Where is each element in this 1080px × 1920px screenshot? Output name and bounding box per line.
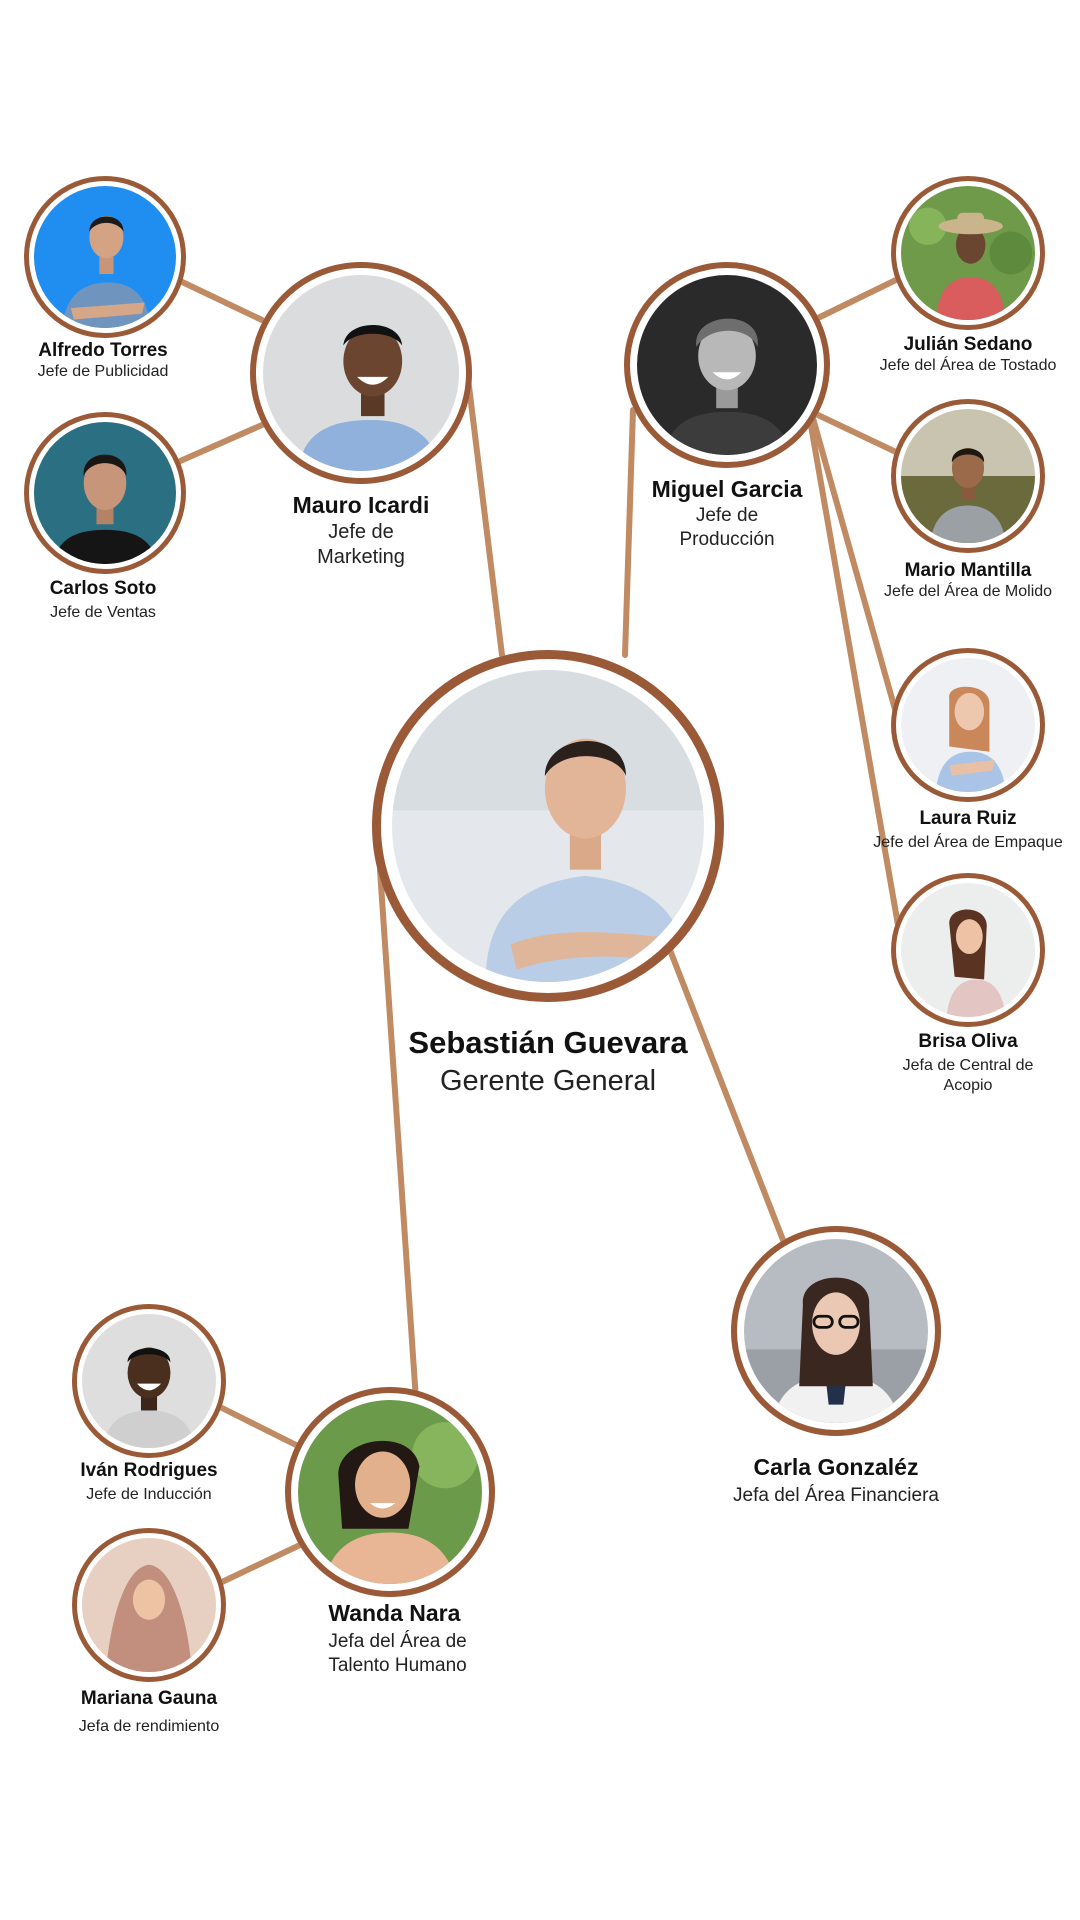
- label-brisa-oliva: Brisa Oliva Jefa de Central de Acopio: [903, 1031, 1034, 1095]
- role-alfredo-torres: Jefe de Publicidad: [37, 363, 169, 380]
- avatar-ring: [624, 262, 830, 468]
- role-carlos-soto: Jefe de Ventas: [50, 604, 156, 621]
- role-julian-sedano: Jefe del Área de Tostado: [879, 357, 1057, 374]
- avatar-ring: [731, 1226, 941, 1436]
- connector-mauro-carlos: [175, 422, 265, 465]
- avatar-gerente-general[interactable]: [372, 650, 724, 1002]
- photo-laura-ruiz: [901, 658, 1035, 792]
- avatar-alfredo-torres[interactable]: [24, 176, 186, 338]
- name-alfredo-torres: Alfredo Torres: [38, 340, 168, 361]
- name-sebastian-guevara: Sebastián Guevara: [408, 1025, 688, 1060]
- name-miguel-garcia: Miguel Garcia: [651, 476, 803, 502]
- avatar-ring: [24, 176, 186, 338]
- role-carla-gonzalez: Jefa del Área Financiera: [733, 1485, 939, 1506]
- avatar-ring: [891, 176, 1045, 330]
- avatar-ring: [891, 873, 1045, 1027]
- photo-mario-mantilla: [901, 409, 1035, 543]
- name-laura-ruiz: Laura Ruiz: [919, 808, 1017, 829]
- name-wanda-nara: Wanda Nara: [328, 1600, 461, 1626]
- name-carlos-soto: Carlos Soto: [49, 578, 157, 599]
- label-mario-mantilla: Mario Mantilla Jefe del Área de Molido: [884, 560, 1052, 601]
- name-mario-mantilla: Mario Mantilla: [904, 560, 1032, 581]
- role-wanda-line1: Jefa del Área de: [328, 1631, 467, 1652]
- role-mauro-line1: Jefe de: [328, 521, 394, 543]
- connector-gerente-carla: [667, 947, 786, 1243]
- label-ivan-rodrigues: Iván Rodrigues Jefe de Inducción: [80, 1460, 217, 1504]
- connector-miguel-laura: [809, 412, 901, 723]
- label-carla-gonzalez: Carla Gonzaléz Jefa del Área Financiera: [733, 1454, 939, 1507]
- role-mario-mantilla: Jefe del Área de Molido: [883, 583, 1053, 600]
- photo-carla-gonzalez: [744, 1239, 928, 1423]
- connector-wanda-mariana: [219, 1542, 303, 1585]
- connector-gerente-miguel: [622, 407, 636, 658]
- avatar-brisa-oliva[interactable]: [891, 873, 1045, 1027]
- label-julian-sedano: Julián Sedano Jefe del Área de Tostado: [880, 334, 1057, 375]
- role-miguel-line2: Producción: [679, 529, 775, 550]
- role-laura-ruiz: Jefe del Área de Empaque: [873, 834, 1063, 851]
- avatar-wanda-nara[interactable]: [285, 1387, 495, 1597]
- photo-alfredo-torres: [34, 186, 176, 328]
- avatar-ivan-rodrigues[interactable]: [72, 1304, 226, 1458]
- role-mauro-line2: Marketing: [317, 546, 405, 568]
- avatar-ring: [891, 399, 1045, 553]
- photo-carlos-soto: [34, 422, 176, 564]
- connector-miguel-brisa: [807, 417, 901, 928]
- avatar-ring: [72, 1304, 226, 1458]
- avatar-ring: [24, 412, 186, 574]
- label-miguel-garcia: Miguel Garcia Jefe de Producción: [652, 476, 803, 551]
- avatar-carlos-soto[interactable]: [24, 412, 186, 574]
- photo-brisa-oliva: [901, 883, 1035, 1017]
- avatar-laura-ruiz[interactable]: [891, 648, 1045, 802]
- connector-miguel-julian: [815, 275, 903, 321]
- photo-julian-sedano: [901, 186, 1035, 320]
- label-mariana-gauna: Mariana Gauna Jefa de rendimiento: [79, 1688, 220, 1736]
- name-ivan-rodrigues: Iván Rodrigues: [80, 1460, 218, 1481]
- photo-ivan-rodrigues: [82, 1314, 216, 1448]
- role-brisa-line1: Jefa de Central de: [902, 1057, 1034, 1074]
- label-carlos-soto: Carlos Soto Jefe de Ventas: [50, 578, 157, 622]
- role-ivan-rodrigues: Jefe de Inducción: [86, 1486, 212, 1503]
- label-laura-ruiz: Laura Ruiz Jefe del Área de Empaque: [873, 808, 1062, 852]
- connector-wanda-ivan: [219, 1405, 303, 1450]
- name-mauro-icardi: Mauro Icardi: [292, 492, 430, 518]
- role-mariana-gauna: Jefa de rendimiento: [78, 1718, 220, 1735]
- avatar-carla-gonzalez[interactable]: [731, 1226, 941, 1436]
- photo-miguel-garcia: [637, 275, 817, 455]
- photo-mauro-icardi: [263, 275, 459, 471]
- role-gerente-general: Gerente General: [439, 1065, 657, 1097]
- label-mauro-icardi: Mauro Icardi Jefe de Marketing: [293, 492, 430, 569]
- avatar-miguel-garcia[interactable]: [624, 262, 830, 468]
- avatar-mario-mantilla[interactable]: [891, 399, 1045, 553]
- connector-miguel-mario: [815, 412, 901, 456]
- avatar-ring: [891, 648, 1045, 802]
- photo-wanda-nara: [298, 1400, 482, 1584]
- label-alfredo-torres: Alfredo Torres Jefe de Publicidad: [38, 340, 169, 381]
- name-julian-sedano: Julián Sedano: [903, 334, 1033, 355]
- avatar-mariana-gauna[interactable]: [72, 1528, 226, 1682]
- avatar-ring: [72, 1528, 226, 1682]
- label-wanda-nara: Wanda Nara Jefa del Área de Talento Huma…: [328, 1600, 466, 1677]
- avatar-ring: [372, 650, 724, 1002]
- name-brisa-oliva: Brisa Oliva: [918, 1031, 1018, 1052]
- avatar-ring: [250, 262, 472, 484]
- label-gerente-general: Sebastián Guevara Gerente General: [408, 1025, 687, 1098]
- connector-gerente-wanda: [377, 867, 419, 1403]
- connector-mauro-alfredo: [175, 277, 265, 323]
- role-brisa-line2: Acopio: [943, 1077, 993, 1094]
- avatar-ring: [285, 1387, 495, 1597]
- avatar-mauro-icardi[interactable]: [250, 262, 472, 484]
- name-carla-gonzalez: Carla Gonzaléz: [753, 1454, 919, 1480]
- role-miguel-line1: Jefe de: [695, 505, 759, 526]
- photo-sebastian-guevara: [392, 670, 704, 982]
- role-wanda-line2: Talento Humano: [328, 1655, 467, 1676]
- avatar-julian-sedano[interactable]: [891, 176, 1045, 330]
- photo-mariana-gauna: [82, 1538, 216, 1672]
- connector-gerente-mauro: [464, 367, 505, 658]
- name-mariana-gauna: Mariana Gauna: [80, 1688, 218, 1709]
